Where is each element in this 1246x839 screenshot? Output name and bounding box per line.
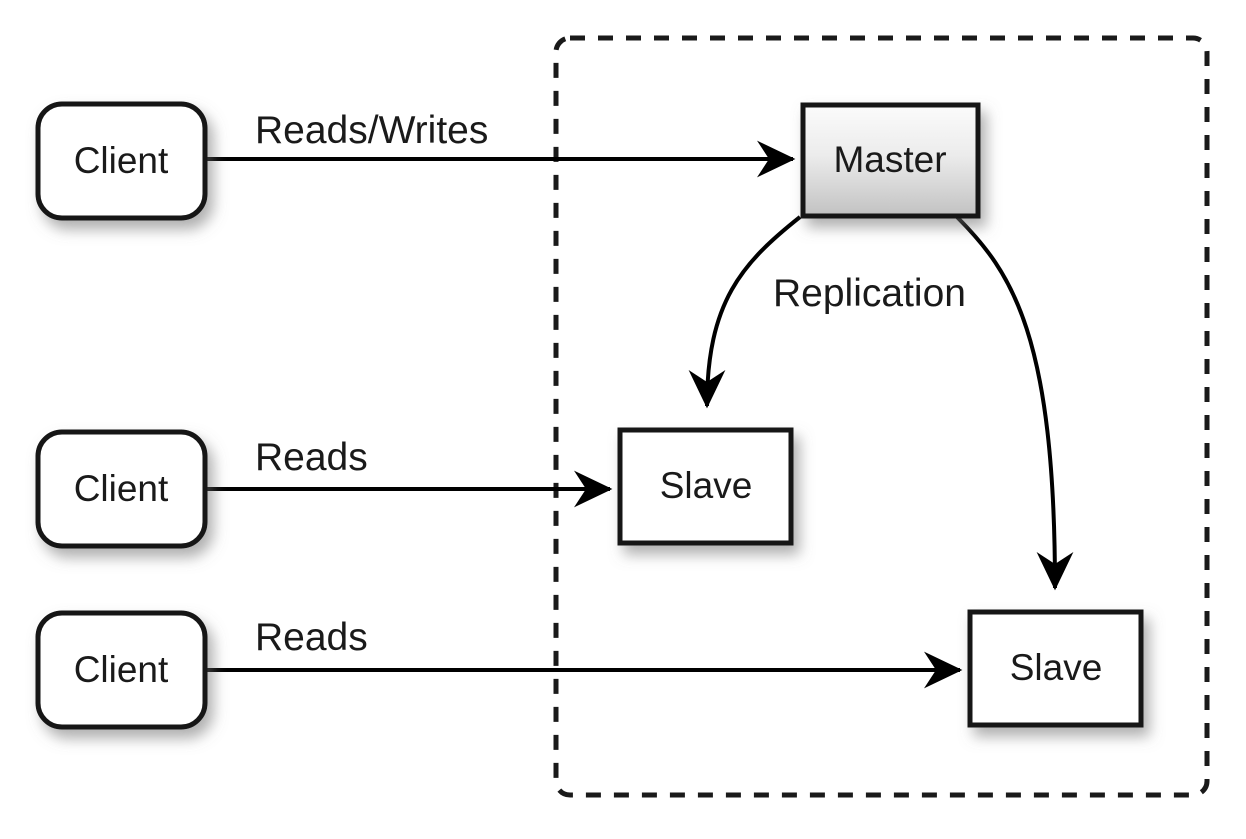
- client-box-2[interactable]: [35, 429, 208, 549]
- slave-box-1[interactable]: [617, 427, 794, 546]
- client-node-3[interactable]: Client: [35, 610, 208, 730]
- master-box[interactable]: [800, 102, 981, 219]
- client-label-1: Client: [74, 140, 169, 181]
- slave-node-1[interactable]: Slave: [617, 427, 794, 546]
- client-label-2: Client: [74, 468, 169, 509]
- slave-node-2[interactable]: Slave: [967, 609, 1144, 728]
- edge-label-reads-1: Reads: [255, 436, 368, 479]
- server-boundary: [553, 35, 1210, 798]
- master-label: Master: [833, 139, 946, 180]
- slave-label-1: Slave: [660, 465, 753, 506]
- client-node-2[interactable]: Client: [35, 429, 208, 549]
- edge-label-replication: Replication: [773, 272, 966, 315]
- client-node-1[interactable]: Client: [35, 101, 208, 221]
- client-box-3[interactable]: [35, 610, 208, 730]
- master-node[interactable]: Master: [800, 102, 981, 219]
- edge-label-reads-writes: Reads/Writes: [255, 109, 488, 152]
- slave-box-2[interactable]: [967, 609, 1144, 728]
- edge-label-reads-2: Reads: [255, 616, 368, 659]
- edge-label-group: Reads/Writes Reads Reads Replication: [255, 109, 966, 659]
- edge-master-to-slave-1-replication: [688, 215, 802, 409]
- client-box-1[interactable]: [35, 101, 208, 221]
- edge-group: [205, 140, 1074, 689]
- client-label-3: Client: [74, 649, 169, 690]
- edge-master-to-slave-2-replication: [955, 215, 1074, 591]
- slave-label-2: Slave: [1010, 647, 1103, 688]
